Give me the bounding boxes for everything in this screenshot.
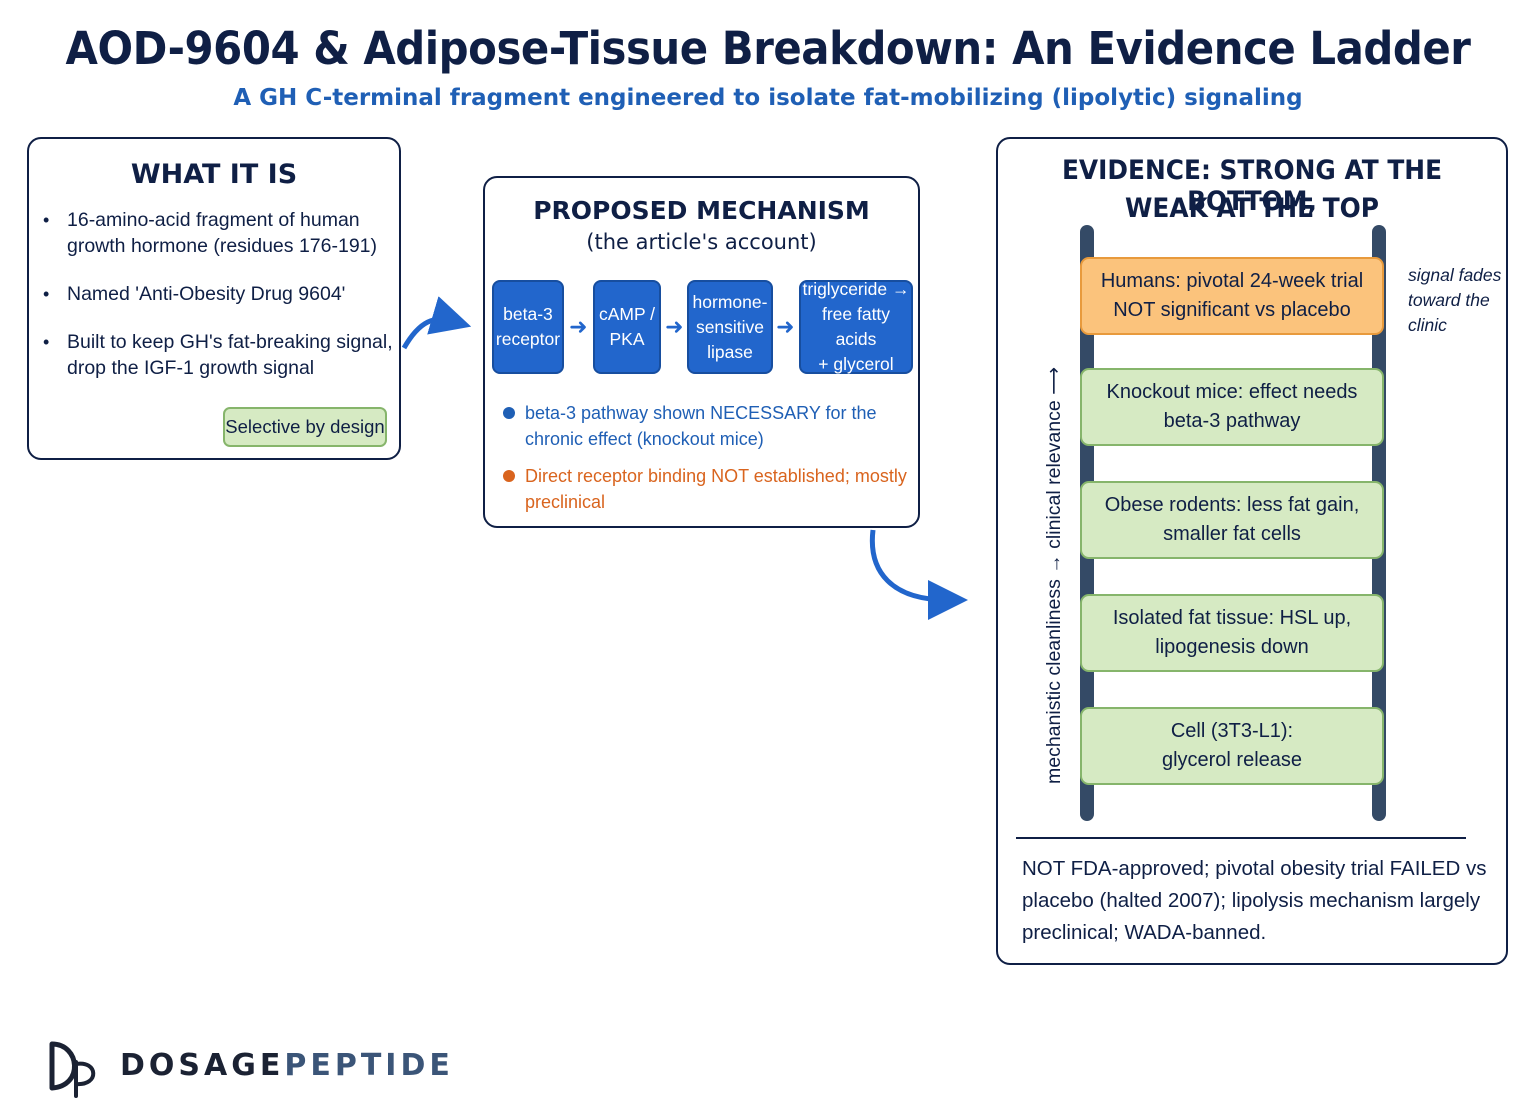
evidence-heading-line2: WEAK AT THE TOP xyxy=(1124,193,1379,224)
step-camp-pka: cAMP / PKA xyxy=(593,280,661,374)
step-triglyceride-breakdown: triglyceride → free fatty acids + glycer… xyxy=(799,279,913,374)
signal-fades-note: signal fades toward the clinic xyxy=(1408,265,1502,335)
what-it-is-panel: WHAT IT IS 16-amino-acid fragment of hum… xyxy=(27,137,401,460)
blue-dot-icon xyxy=(503,407,515,419)
step-hormone-sensitive-lipase: hormone- sensitive lipase xyxy=(687,280,773,374)
mechanism-subheading: (the article's account) xyxy=(586,230,817,254)
arrow-what-to-mechanism xyxy=(401,296,472,350)
step-beta3-receptor: beta-3 receptor xyxy=(492,280,564,374)
dosagepeptide-logo-icon xyxy=(49,1041,96,1098)
list-item: Named 'Anti-Obesity Drug 9604' xyxy=(43,281,393,307)
note-necessary: beta-3 pathway shown NECESSARY for the c… xyxy=(499,400,909,452)
what-it-is-heading: WHAT IT IS xyxy=(130,159,298,190)
step-arrow-icon: ➜ xyxy=(569,314,588,339)
evidence-divider xyxy=(1016,837,1466,839)
note-not-established: Direct receptor binding NOT established;… xyxy=(499,463,909,515)
rung-isolated-fat-tissue: Isolated fat tissue: HSL up, lipogenesis… xyxy=(1080,594,1384,672)
selective-badge: Selective by design xyxy=(223,407,387,447)
list-item: 16-amino-acid fragment of human growth h… xyxy=(43,207,393,259)
list-item: Built to keep GH's fat-breaking signal, … xyxy=(43,329,393,381)
rung-obese-rodents: Obese rodents: less fat gain, smaller fa… xyxy=(1080,481,1384,559)
evidence-panel: EVIDENCE: STRONG AT THE BOTTOM, WEAK AT … xyxy=(996,137,1508,965)
brand-wordmark: DOSAGEPEPTIDE xyxy=(120,1048,454,1083)
step-arrow-icon: ➜ xyxy=(665,314,684,339)
rung-cell-3t3-l1: Cell (3T3-L1): glycerol release xyxy=(1080,707,1384,785)
arrow-mechanism-to-evidence xyxy=(869,529,968,620)
mechanism-heading: PROPOSED MECHANISM xyxy=(533,196,870,225)
what-it-is-list: 16-amino-acid fragment of human growth h… xyxy=(43,207,393,403)
evidence-footer: NOT FDA-approved; pivotal obesity trial … xyxy=(1022,857,1487,944)
evidence-axis-label: mechanistic cleanliness → clinical relev… xyxy=(1043,366,1065,784)
rung-humans-trial: Humans: pivotal 24-week trial NOT signif… xyxy=(1080,257,1384,335)
page-subtitle: A GH C-terminal fragment engineered to i… xyxy=(233,85,1303,111)
step-arrow-icon: ➜ xyxy=(776,314,795,339)
page-title: AOD-9604 & Adipose-Tissue Breakdown: An … xyxy=(65,22,1471,75)
rung-knockout-mice: Knockout mice: effect needs beta-3 pathw… xyxy=(1080,368,1384,446)
orange-dot-icon xyxy=(503,470,515,482)
mechanism-panel: PROPOSED MECHANISM (the article's accoun… xyxy=(483,176,920,528)
evidence-heading-line1: EVIDENCE: STRONG AT THE BOTTOM, xyxy=(1061,155,1443,217)
